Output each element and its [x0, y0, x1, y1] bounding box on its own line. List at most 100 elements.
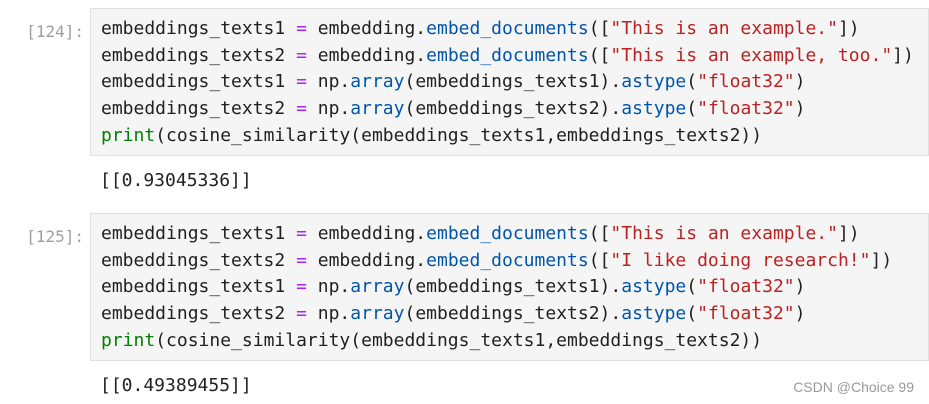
code-token: =: [296, 98, 307, 120]
code-token: np.: [306, 98, 351, 120]
code-token: (: [404, 276, 416, 298]
code-token: (: [404, 71, 416, 93]
code-token: embeddings_texts1: [415, 276, 600, 298]
code-token: embeddings_texts2: [415, 98, 600, 120]
code-token: embed_documents: [426, 223, 589, 244]
code-token: ).: [599, 71, 622, 93]
code-line: embeddings_texts2 = np.array(embeddings_…: [101, 96, 914, 123]
code-token: array: [350, 98, 405, 120]
code-token: print: [101, 329, 156, 351]
code-line: embeddings_texts1 = embedding.embed_docu…: [101, 221, 892, 248]
code-token: (: [686, 276, 698, 298]
code-line: embeddings_texts1 = embedding.embed_docu…: [101, 16, 914, 43]
code-token: astype: [621, 71, 687, 93]
code-token: =: [296, 223, 307, 244]
code-block[interactable]: embeddings_texts1 = embedding.embed_docu…: [101, 221, 892, 354]
code-token: (: [686, 71, 698, 93]
code-token: ([: [588, 223, 611, 244]
code-token: "float32": [697, 303, 795, 325]
code-token: np.: [306, 303, 351, 325]
code-line: print(cosine_similarity(embeddings_texts…: [101, 123, 914, 150]
code-token: embeddings_texts1: [415, 71, 600, 93]
code-token: ).: [599, 276, 622, 298]
code-token: =: [296, 18, 307, 39]
code-token: embeddings_texts2: [101, 98, 297, 120]
code-token: embeddings_texts2: [101, 44, 297, 66]
code-token: ).: [599, 303, 622, 325]
code-token: embedding.: [306, 223, 427, 244]
code-token: ([: [588, 249, 611, 271]
code-token: print: [101, 124, 156, 146]
cell-prompt: [125]:: [26, 227, 84, 246]
code-block[interactable]: embeddings_texts1 = embedding.embed_docu…: [101, 16, 914, 149]
cell-prompt: [124]:: [26, 22, 84, 41]
code-token: ): [794, 303, 806, 325]
code-token: ([: [588, 44, 611, 66]
code-token: ]): [892, 44, 914, 66]
code-token: =: [296, 276, 307, 298]
code-token: embeddings_texts1: [101, 18, 297, 39]
code-token: (: [686, 98, 698, 120]
code-line: embeddings_texts2 = embedding.embed_docu…: [101, 248, 892, 275]
code-token: astype: [621, 303, 687, 325]
code-token: embed_documents: [426, 44, 589, 66]
code-token: ]): [870, 249, 893, 271]
code-line: print(cosine_similarity(embeddings_texts…: [101, 328, 892, 355]
code-token: array: [350, 71, 405, 93]
code-token: (: [350, 329, 362, 351]
code-token: (: [404, 303, 416, 325]
code-token: =: [296, 249, 307, 271]
code-token: "This is an example.": [610, 18, 838, 39]
code-token: =: [296, 44, 307, 66]
code-token: ([: [588, 18, 611, 39]
code-token: np.: [306, 71, 351, 93]
code-token: ]): [837, 18, 860, 39]
code-token: =: [296, 71, 307, 93]
code-input-area[interactable]: embeddings_texts1 = embedding.embed_docu…: [90, 213, 929, 361]
watermark: CSDN @Choice 99: [793, 379, 914, 395]
code-token: )): [740, 329, 763, 351]
code-token: "float32": [697, 98, 795, 120]
code-input-area[interactable]: embeddings_texts1 = embedding.embed_docu…: [90, 8, 929, 156]
code-token: (: [404, 98, 416, 120]
code-token: ]): [837, 223, 860, 244]
code-token: cosine_similarity: [166, 329, 351, 351]
code-token: )): [740, 124, 763, 146]
code-token: (: [155, 124, 167, 146]
code-token: array: [350, 276, 405, 298]
code-token: embeddings_texts1: [101, 223, 297, 244]
code-token: array: [350, 303, 405, 325]
code-line: embeddings_texts1 = np.array(embeddings_…: [101, 69, 914, 96]
code-token: embeddings_texts1: [101, 71, 297, 93]
code-token: "This is an example.": [610, 223, 838, 244]
code-token: embedding.: [306, 44, 427, 66]
code-token: ): [794, 98, 806, 120]
code-token: embeddings_texts1,embeddings_texts2: [361, 329, 741, 351]
code-line: embeddings_texts2 = embedding.embed_docu…: [101, 43, 914, 70]
code-token: embed_documents: [426, 249, 589, 271]
code-token: cosine_similarity: [166, 124, 351, 146]
code-token: ).: [599, 98, 622, 120]
code-token: embeddings_texts1: [101, 276, 297, 298]
cell-output: [[0.93045336]]: [100, 170, 252, 191]
code-token: "I like doing research!": [610, 249, 871, 271]
code-token: astype: [621, 276, 687, 298]
code-token: embeddings_texts2: [101, 249, 297, 271]
code-token: "This is an example, too.": [610, 44, 893, 66]
code-line: embeddings_texts1 = np.array(embeddings_…: [101, 274, 892, 301]
code-token: astype: [621, 98, 687, 120]
code-token: =: [296, 303, 307, 325]
code-token: (: [686, 303, 698, 325]
code-token: "float32": [697, 71, 795, 93]
code-token: np.: [306, 276, 351, 298]
code-token: embedding.: [306, 249, 427, 271]
code-token: embeddings_texts1,embeddings_texts2: [361, 124, 741, 146]
code-token: "float32": [697, 276, 795, 298]
code-token: ): [794, 276, 806, 298]
code-token: embed_documents: [426, 18, 589, 39]
cell-output: [[0.49389455]]: [100, 375, 252, 396]
code-token: embedding.: [306, 18, 427, 39]
code-token: embeddings_texts2: [415, 303, 600, 325]
code-token: (: [155, 329, 167, 351]
code-line: embeddings_texts2 = np.array(embeddings_…: [101, 301, 892, 328]
